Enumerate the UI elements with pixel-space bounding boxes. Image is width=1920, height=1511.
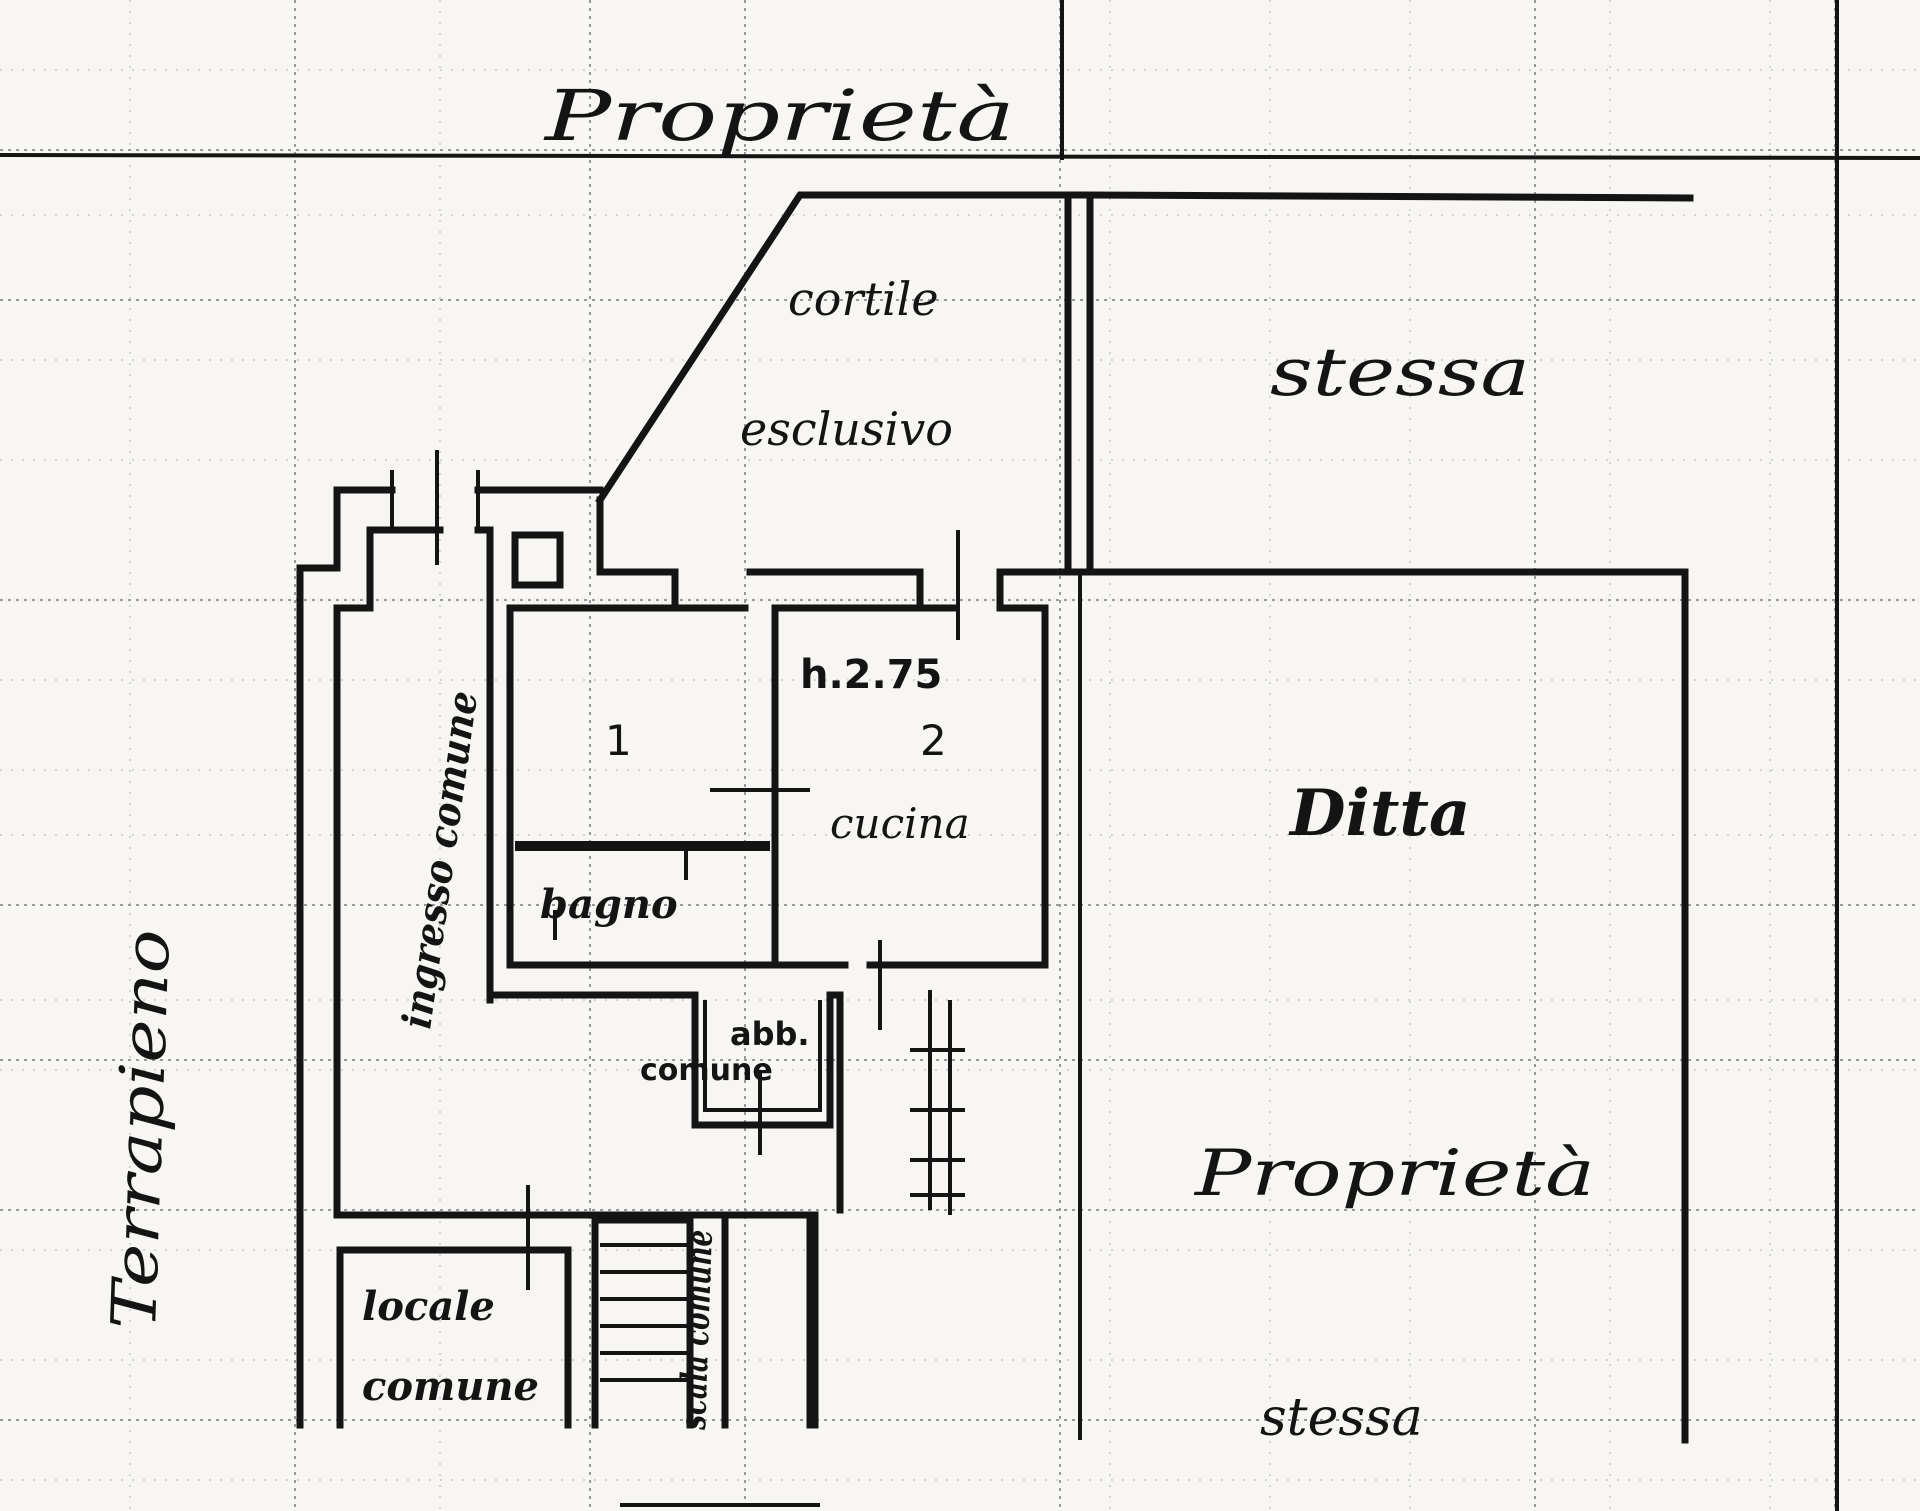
label-ab-comune-2: comune: [640, 1053, 773, 1088]
label-proprieta-top: Proprietà: [542, 75, 1015, 157]
label-esclusivo: esclusivo: [740, 402, 953, 456]
label-cortile: cortile: [788, 272, 939, 326]
label-room-1: 1: [605, 716, 632, 765]
apartment-walls: [296, 486, 1094, 1429]
cortile-boundary: [595, 191, 1694, 576]
label-ab-comune-1: abb.: [730, 1015, 810, 1053]
ab-comune-box: [691, 991, 834, 1155]
label-proprieta-right: Proprietà: [1194, 1137, 1595, 1211]
label-cucina: cucina: [830, 799, 970, 848]
side-stair: [910, 990, 965, 1215]
label-stessa-top: stessa: [1270, 334, 1530, 411]
ditta-boundary: [1086, 568, 1689, 1444]
label-ditta: Ditta: [1288, 776, 1470, 851]
label-locale: locale: [362, 1283, 495, 1330]
label-room-2: 2: [920, 716, 947, 765]
label-comune-locale: comune: [362, 1363, 539, 1410]
label-stessa-bottom: stessa: [1260, 1388, 1423, 1448]
label-height-mark: h.2.75: [800, 652, 942, 698]
plan-labels: Proprietà cortile esclusivo stessa h.2.7…: [97, 75, 1595, 1448]
label-scala-comune: scala comune: [672, 1229, 721, 1431]
bottom-rooms: [336, 1185, 814, 1429]
label-bagno: bagno: [540, 881, 678, 928]
label-terrapieno: Terrapieno: [97, 928, 184, 1330]
label-ingresso-comune: ingresso comune: [393, 688, 487, 1031]
